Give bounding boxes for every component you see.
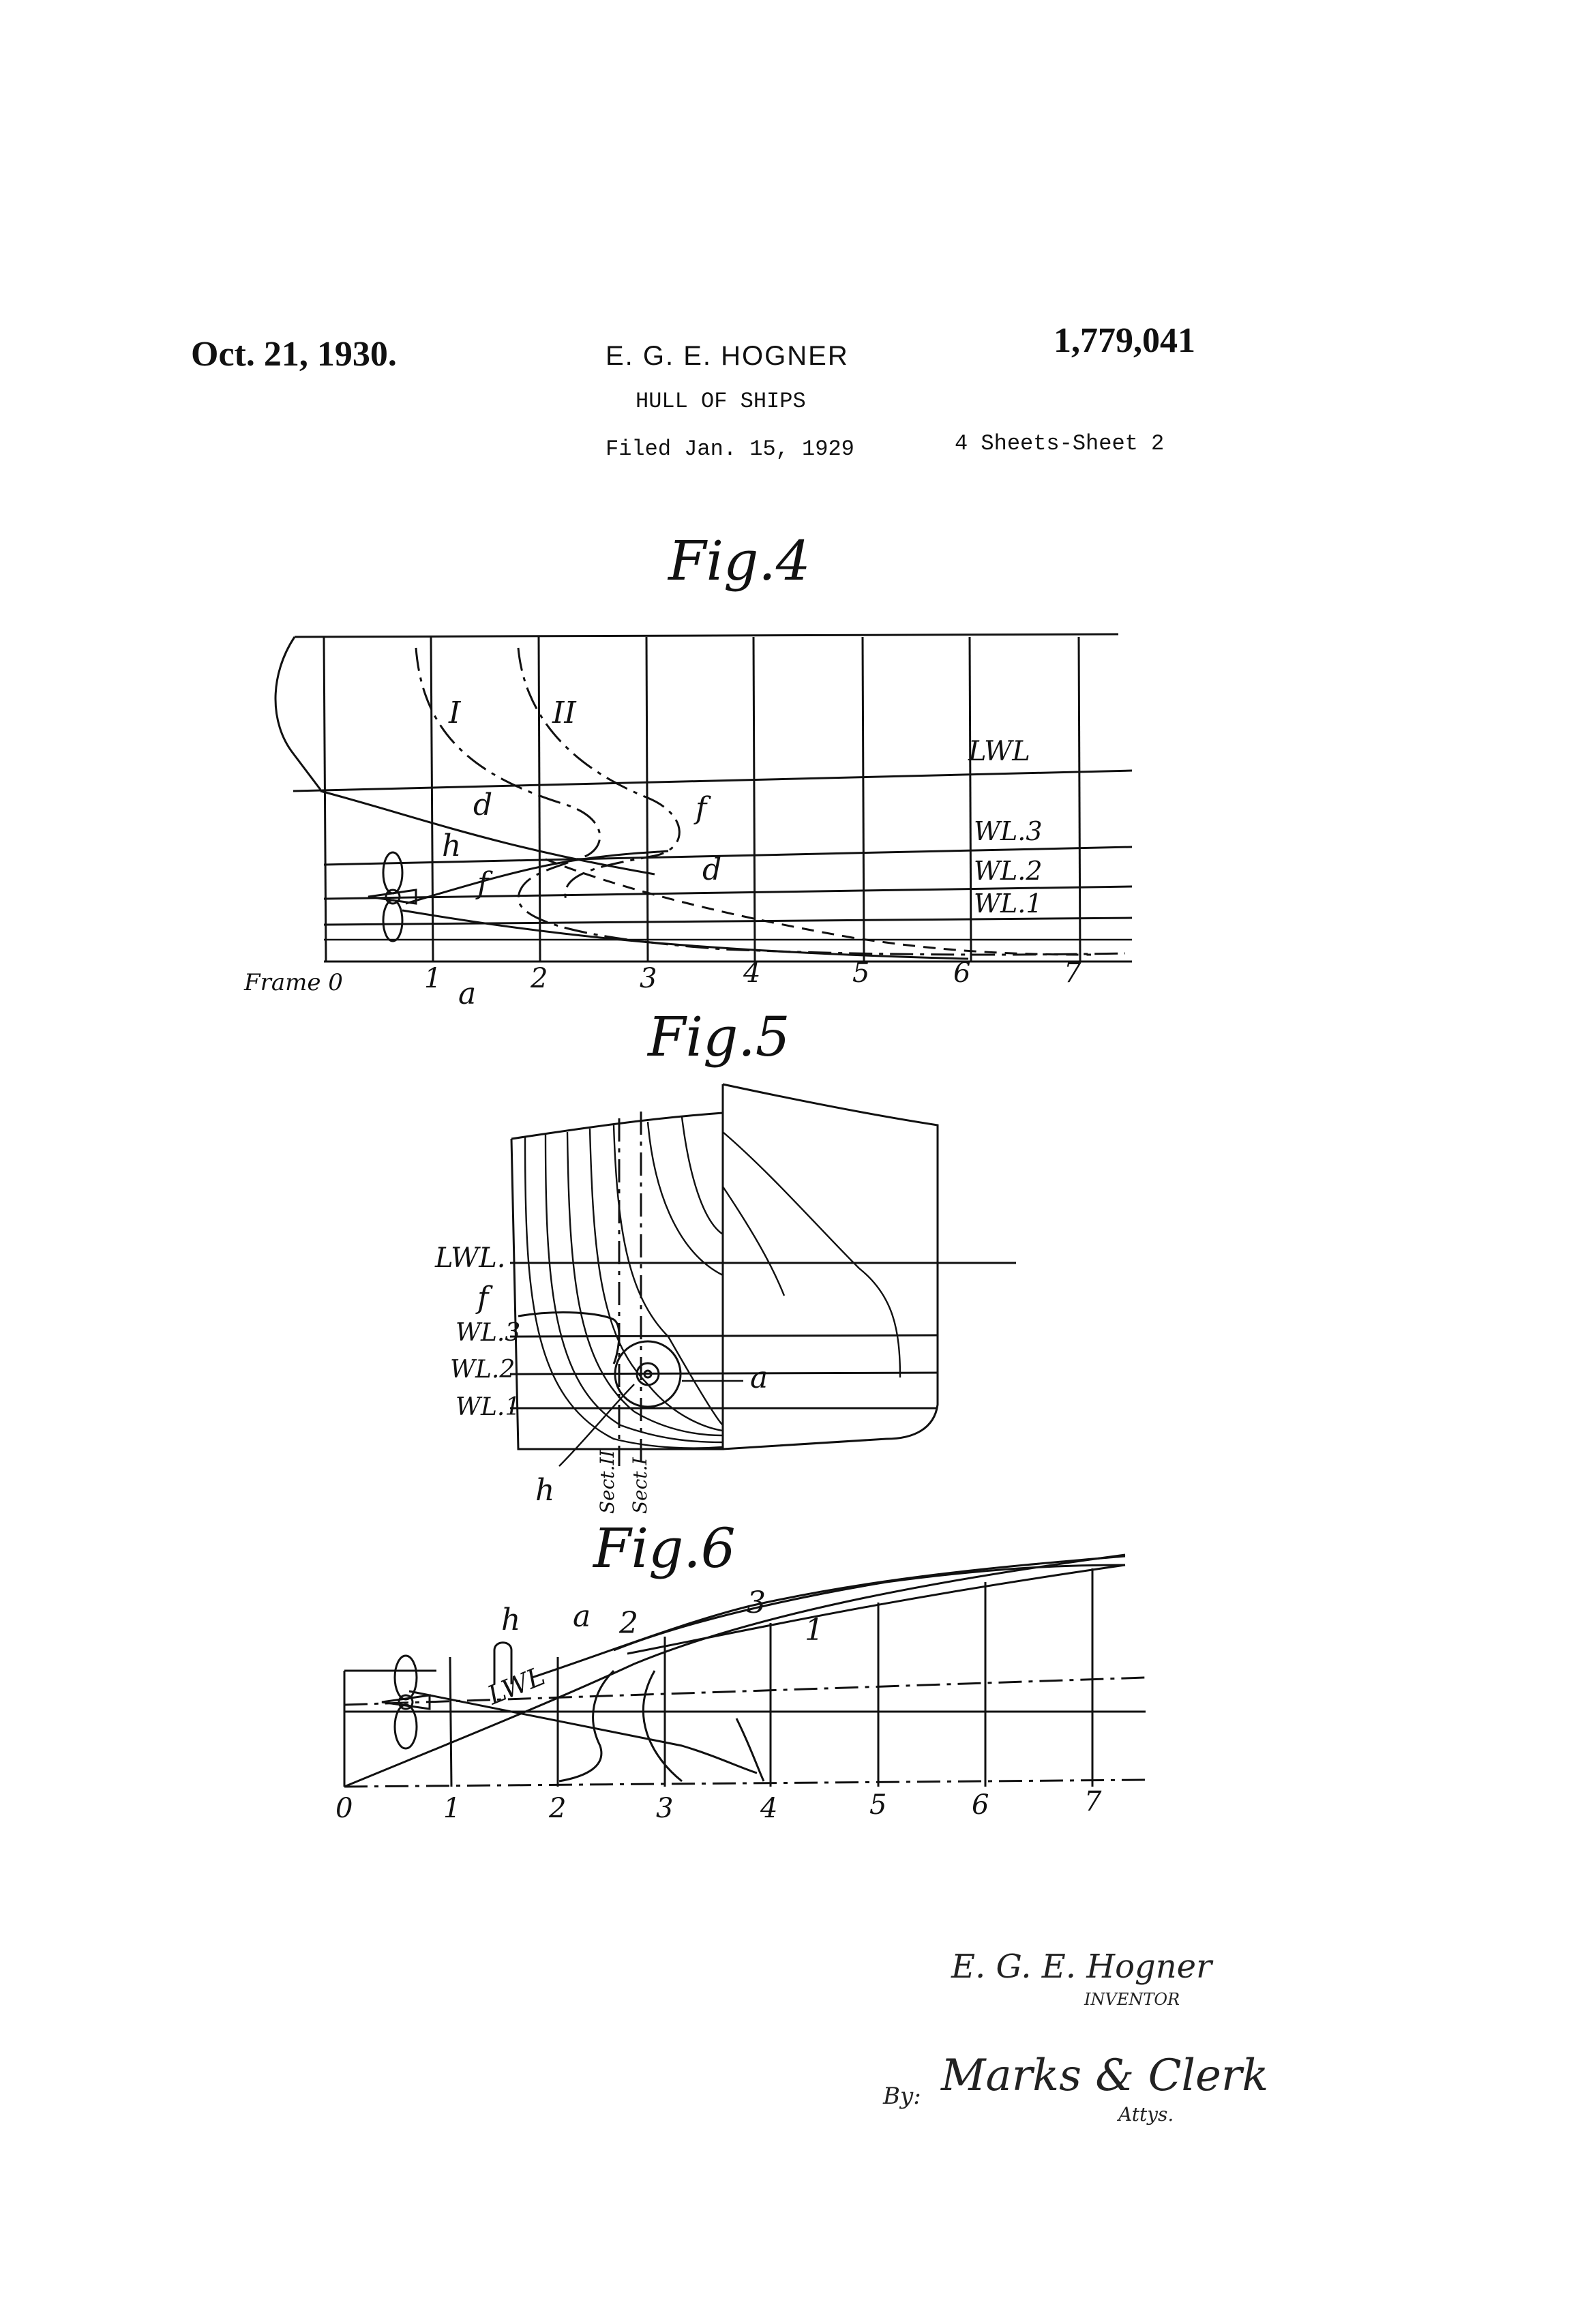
fig5-letter-f: f — [475, 1281, 493, 1315]
fig5-sect-II-label: Sect.II — [596, 1449, 618, 1514]
fig4-waterline-wl3: WL.3 — [974, 816, 1043, 846]
fig6-frame-3: 3 — [656, 1793, 673, 1824]
fig6-section-curve-3 — [643, 1671, 682, 1781]
fig6-frame-5: 5 — [869, 1789, 886, 1821]
figure-6: Fig.6 — [335, 1517, 1146, 1824]
fig5-waterline-wl1: WL.1 — [456, 1393, 520, 1421]
fig4-section-II-label: II — [552, 696, 577, 730]
fig4-keel-curve — [402, 910, 968, 959]
fig6-frame-0: 0 — [335, 1793, 353, 1824]
fig6-letter-a: a — [573, 1599, 591, 1634]
fig4-frame-4: 4 — [743, 957, 760, 989]
fig5-outline-left — [511, 1113, 723, 1449]
fig5-f-curve — [518, 1313, 619, 1364]
fig4-frame-label: Frame 0 — [243, 969, 343, 996]
figure-4: Fig.4 — [243, 529, 1132, 1011]
fig4-label: Fig.4 — [667, 529, 811, 593]
inventor-caption: INVENTOR — [1084, 1990, 1180, 2009]
figure-5: Fig.5 — [434, 1005, 1016, 1514]
fig5-letter-h: h — [535, 1473, 554, 1508]
fig6-number-1: 1 — [805, 1613, 824, 1648]
fig6-base-line — [344, 1780, 1146, 1787]
fig6-lower-diagonal — [409, 1691, 757, 1773]
fig5-waterline-wl3: WL.3 — [456, 1319, 520, 1347]
fig4-wl1-line — [324, 918, 1132, 925]
fig5-waterline-lwl: LWL. — [434, 1242, 505, 1274]
fig4-waterline-lwl: LWL — [968, 736, 1030, 767]
attorneys-caption: Attys. — [1116, 2103, 1174, 2126]
fig5-sect-I-label: Sect.I — [629, 1457, 651, 1514]
fig6-dashdot-upper — [344, 1678, 1146, 1705]
fig5-label: Fig.5 — [646, 1005, 790, 1069]
fig6-label: Fig.6 — [592, 1517, 736, 1580]
fig4-frame-2: 2 — [530, 963, 548, 994]
fig4-frame-3: 3 — [640, 963, 657, 994]
fig6-number-2: 2 — [618, 1606, 638, 1641]
fig4-letter-h: h — [442, 829, 461, 863]
fig6-frame-6: 6 — [972, 1789, 989, 1821]
fig4-deck-line — [295, 634, 1118, 637]
by-label: By: — [882, 2083, 921, 2110]
fig5-waterline-wl2: WL.2 — [450, 1356, 515, 1384]
fig4-waterline-wl2: WL.2 — [974, 856, 1043, 886]
fig5-letter-a: a — [750, 1360, 768, 1395]
fig4-frame-5: 5 — [852, 957, 869, 989]
fig6-frame-2: 2 — [548, 1793, 566, 1824]
fig4-frame-6: 6 — [953, 957, 970, 989]
attorney-signature: Marks & Clerk — [940, 2051, 1268, 2101]
fig4-letter-d-upper: d — [473, 788, 492, 822]
signature-block: E. G. E. Hogner INVENTOR By: Marks & Cle… — [882, 1948, 1268, 2126]
fig5-section-curves — [525, 1117, 900, 1448]
fig6-frame-1: 1 — [443, 1793, 460, 1824]
fig4-frame-7: 7 — [1064, 957, 1081, 989]
fig4-section-I-label: I — [448, 696, 462, 730]
fig6-lwl-diagonal — [344, 1555, 1125, 1787]
fig4-letter-a: a — [458, 977, 476, 1011]
fig4-lwl-line — [293, 771, 1132, 791]
fig6-frame-7: 7 — [1084, 1786, 1102, 1817]
fig4-frame-1: 1 — [424, 963, 441, 994]
fig6-section-curve-4 — [736, 1718, 764, 1781]
fig4-waterline-wl1: WL.1 — [974, 889, 1043, 919]
fig4-letter-f-upper: f — [693, 791, 711, 826]
fig4-section-II-curve — [518, 648, 679, 900]
fig5-wl3-line — [510, 1335, 938, 1337]
fig6-number-3: 3 — [747, 1585, 766, 1620]
fig6-letter-h: h — [501, 1603, 520, 1637]
fig6-frame-4: 4 — [760, 1793, 777, 1824]
inventor-signature: E. G. E. Hogner — [951, 1948, 1214, 1986]
fig6-waterline-lwl: LWL — [483, 1660, 549, 1710]
fig4-stern-contour — [275, 637, 320, 790]
fig4-letter-d-lower: d — [702, 852, 721, 887]
